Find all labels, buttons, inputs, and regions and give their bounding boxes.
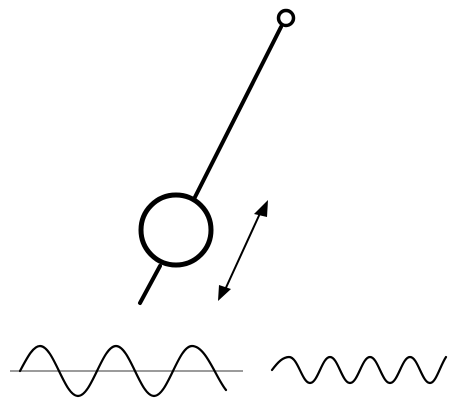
waveform-large-amplitude	[18, 344, 228, 398]
pendulum-rod-lower	[138, 264, 162, 305]
motion-arrowhead-top	[254, 200, 268, 217]
pivot-ring-icon	[276, 8, 296, 28]
waveform-small-amplitude	[270, 355, 448, 385]
pendulum-rod-upper	[192, 25, 283, 201]
pendulum-bob-icon	[138, 192, 214, 268]
double-arrow-icon	[218, 200, 268, 301]
motion-arrow-shaft	[223, 208, 263, 293]
motion-arrowhead-bottom	[218, 285, 231, 301]
